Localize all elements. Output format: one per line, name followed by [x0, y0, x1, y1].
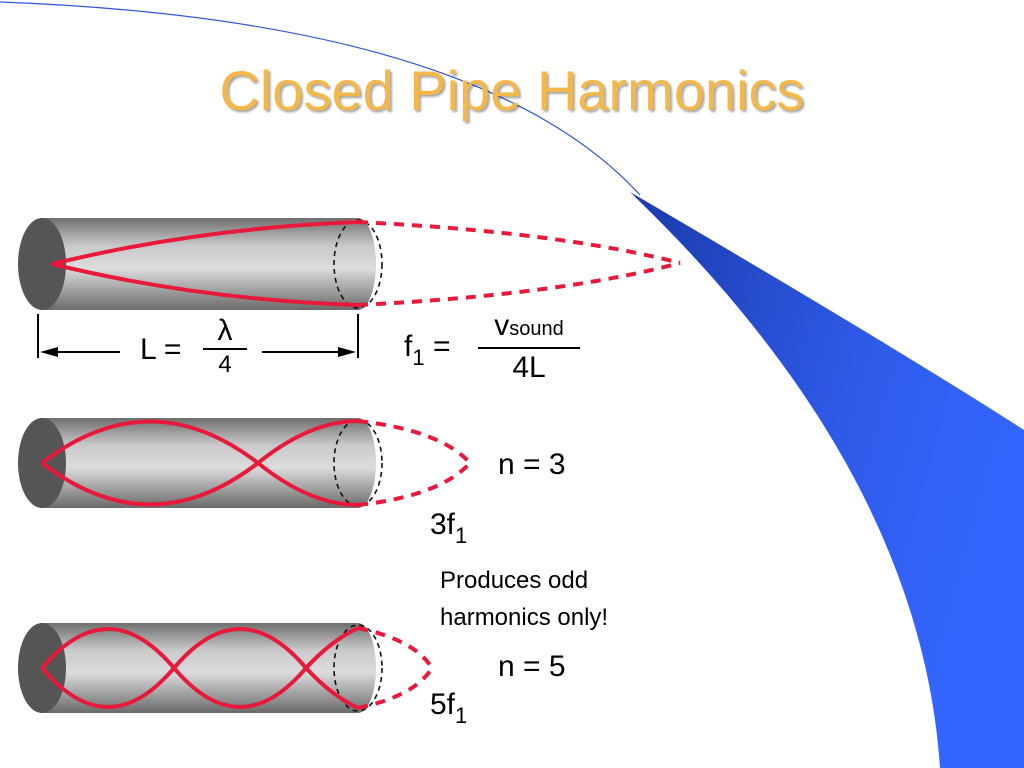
length-symbol: L	[140, 333, 156, 366]
third-harmonic-frequency: 3f1	[430, 508, 467, 548]
freq-coeff: 5f	[430, 688, 456, 721]
decorative-swoosh-line	[0, 1, 641, 196]
fundamental-frequency-symbol: f1 =	[404, 330, 451, 370]
fifth-harmonic-frequency: 5f1	[430, 688, 467, 728]
standing-wave-solid	[40, 627, 359, 710]
odd-harmonics-note: Produces odd harmonics only!	[440, 562, 608, 636]
freq-coeff: 3f	[430, 508, 456, 541]
standing-wave-dashed	[357, 626, 434, 670]
v-symbol: v	[494, 309, 510, 342]
pipe-open-end-outline	[333, 624, 383, 712]
lambda-symbol: λ	[217, 314, 233, 347]
v-sound-over-4L: vsound 4L	[478, 308, 580, 387]
equals-sign: =	[432, 330, 451, 363]
note-line: harmonics only!	[440, 604, 609, 631]
pipe-fundamental	[18, 218, 681, 310]
freq-subscript: 1	[455, 523, 468, 548]
lambda-over-four: λ 4	[203, 314, 247, 380]
decorative-swoosh	[630, 192, 1024, 768]
pipe-third-harmonic	[18, 418, 472, 508]
n3-label: n = 3	[498, 448, 566, 481]
pipe-open-end-outline	[333, 419, 383, 507]
standing-wave-solid	[51, 262, 359, 307]
standing-wave-solid	[51, 220, 359, 266]
pipe-body	[40, 218, 358, 310]
standing-wave-dashed	[357, 419, 472, 465]
length-label: L =	[140, 333, 181, 367]
freq-f: f	[404, 330, 413, 363]
n5-label: n = 5	[498, 650, 566, 683]
pipe-open-end	[340, 623, 376, 713]
standing-wave-solid	[40, 419, 359, 507]
lambda-denominator: 4	[218, 351, 232, 378]
fraction-bar	[478, 347, 580, 349]
v-sound: vsound	[478, 308, 580, 347]
length-dimension	[37, 314, 359, 358]
pipe-closed-end	[18, 218, 66, 310]
freq-subscript: 1	[412, 345, 425, 370]
note-line: Produces odd	[440, 567, 589, 594]
freq-denominator: 4L	[512, 351, 546, 384]
pipe-open-end	[340, 218, 376, 310]
standing-wave-dashed	[357, 461, 472, 507]
pipe-open-end	[340, 418, 376, 508]
equals-sign: =	[163, 333, 182, 366]
v-subscript: sound	[509, 318, 564, 340]
fraction-bar	[203, 348, 247, 350]
pipe-fifth-harmonic	[18, 623, 434, 713]
standing-wave-solid	[40, 626, 359, 709]
standing-wave-dashed	[357, 220, 681, 265]
pipe-open-end-outline	[333, 219, 383, 309]
freq-subscript: 1	[455, 703, 468, 728]
standing-wave-dashed	[357, 261, 681, 307]
pipe-body	[40, 623, 358, 713]
standing-wave-solid	[40, 419, 359, 507]
standing-wave-dashed	[357, 666, 434, 710]
slide-title: Closed Pipe Harmonics	[219, 59, 805, 122]
